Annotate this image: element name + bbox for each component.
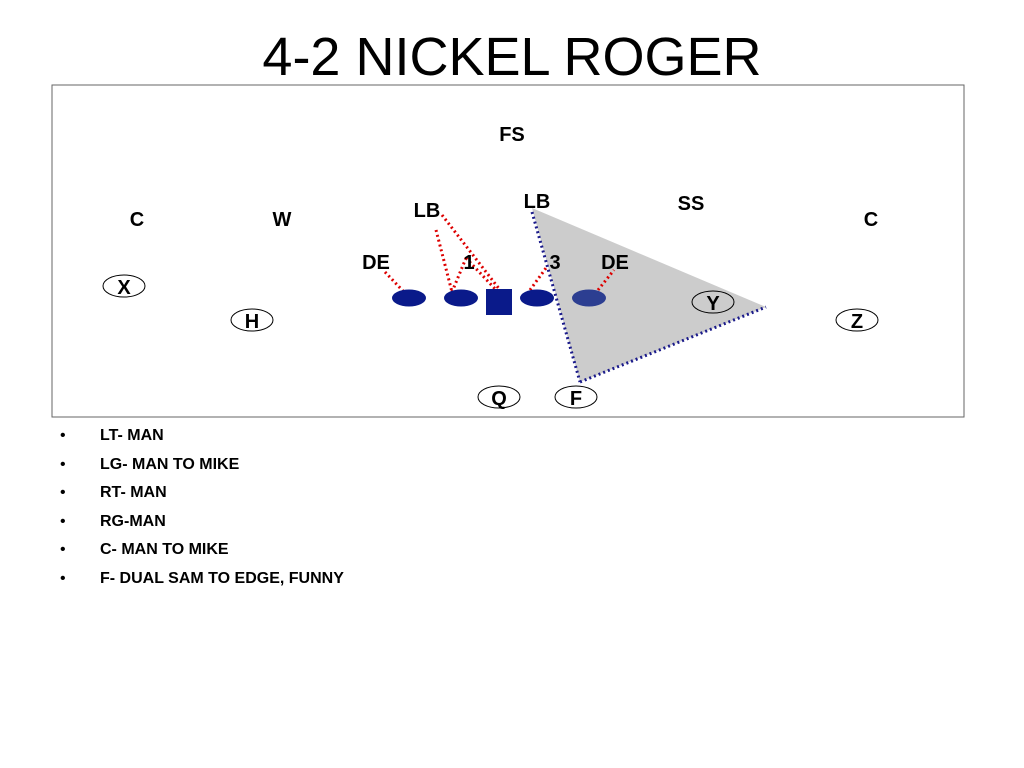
- player-q-label: Q: [491, 388, 507, 410]
- player-y-label: Y: [706, 293, 720, 315]
- label-fs: FS: [499, 124, 525, 146]
- left-tackle: [392, 289, 426, 307]
- center-square: [486, 289, 512, 315]
- player-f: F: [554, 385, 598, 410]
- label-corner-right: C: [864, 209, 878, 231]
- player-z-label: Z: [851, 311, 863, 333]
- label-de-left: DE: [362, 252, 390, 274]
- page-title: 4-2 NICKEL ROGER: [262, 27, 762, 87]
- note-text: LT- MAN: [100, 427, 164, 444]
- assignment-notes: • LT- MAN • LG- MAN TO MIKE • RT- MAN • RG-M…: [58, 424, 344, 596]
- right-tackle: [572, 289, 606, 307]
- note-text: RT- MAN: [100, 484, 167, 502]
- player-h: H: [230, 308, 274, 333]
- bullet-icon: •: [60, 484, 66, 502]
- note-item: • LT- MAN: [58, 424, 344, 453]
- player-z-oval: [835, 308, 879, 332]
- route-line-edge: [579, 305, 767, 384]
- player-z: Z: [835, 308, 879, 333]
- label-lb-right: LB: [524, 191, 551, 213]
- bullet-icon: •: [60, 455, 66, 473]
- block-line-rt: [596, 269, 616, 291]
- bullet-icon: •: [60, 569, 66, 587]
- label-tech-3: 3: [549, 252, 560, 274]
- note-item: • RT- MAN: [58, 481, 344, 510]
- player-q: Q: [477, 385, 521, 410]
- player-x-label: X: [117, 277, 131, 299]
- block-lines: [383, 214, 616, 294]
- player-h-oval: [230, 308, 274, 332]
- player-f-oval: [554, 385, 598, 409]
- note-text: C- MAN TO MIKE: [100, 541, 229, 559]
- label-de-right: DE: [601, 252, 629, 274]
- bullet-icon: •: [60, 427, 66, 444]
- field-frame: [51, 84, 965, 418]
- label-lb-left: LB: [414, 200, 441, 222]
- block-line-rg: [528, 267, 548, 291]
- player-y-oval: [691, 290, 735, 314]
- note-item: • RG-MAN: [58, 510, 344, 539]
- note-item: • F- DUAL SAM TO EDGE, FUNNY: [58, 567, 344, 596]
- bullet-icon: •: [60, 512, 66, 530]
- player-y: Y: [691, 290, 735, 315]
- note-item: • C- MAN TO MIKE: [58, 538, 344, 567]
- left-guard: [444, 289, 478, 307]
- player-f-label: F: [570, 388, 582, 410]
- note-text: RG-MAN: [100, 512, 166, 530]
- label-ss: SS: [678, 193, 705, 215]
- player-x: X: [102, 274, 146, 299]
- note-text: F- DUAL SAM TO EDGE, FUNNY: [100, 569, 344, 587]
- bullet-icon: •: [60, 541, 66, 559]
- label-will: W: [273, 209, 292, 231]
- player-h-label: H: [245, 311, 259, 333]
- player-x-oval: [102, 274, 146, 298]
- label-tech-1: 1: [463, 252, 474, 274]
- note-text: LG- MAN TO MIKE: [100, 455, 240, 473]
- right-guard: [520, 289, 554, 307]
- player-q-oval: [477, 385, 521, 409]
- note-item: • LG- MAN TO MIKE: [58, 453, 344, 482]
- coverage-zone: [532, 208, 766, 382]
- block-line-lg-2: [450, 257, 468, 293]
- block-line-lg-1: [434, 229, 454, 293]
- label-corner-left: C: [130, 209, 144, 231]
- block-line-lt: [383, 270, 406, 294]
- block-line-c-1: [440, 214, 502, 291]
